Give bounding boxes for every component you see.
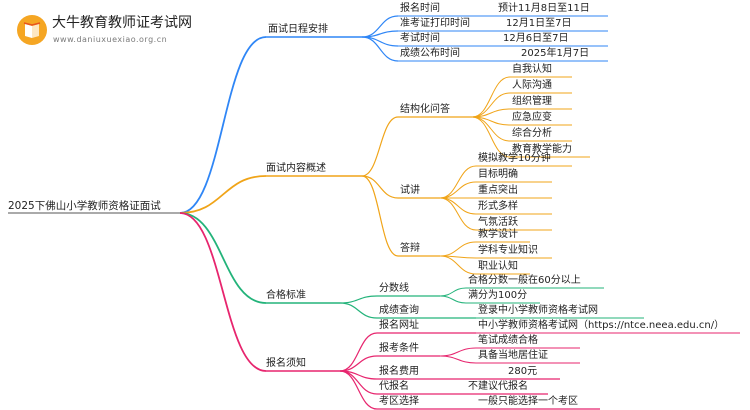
- structured-item: 教育教学能力: [512, 144, 572, 155]
- branch-schedule: 面试日程安排: [268, 24, 328, 35]
- logo-title: 大牛教育教师证考试网: [52, 15, 192, 31]
- score-item: 合格分数一般在60分以上: [468, 275, 581, 286]
- connector-curve: [471, 116, 511, 158]
- connector-curve: [339, 355, 378, 372]
- branch-content: 面试内容概述: [266, 163, 326, 174]
- connector-curve: [361, 175, 399, 199]
- lecture-item: 形式多样: [478, 201, 518, 212]
- mindmap-root: 2025下佛山小学教师资格证面试: [8, 200, 161, 212]
- connector-curve: [179, 175, 267, 214]
- score-item: 满分为100分: [468, 290, 528, 301]
- connector-curve: [339, 295, 378, 304]
- schedule-item-value: 2025年1月7日: [521, 48, 590, 59]
- proxy-value: 不建议代报名: [468, 381, 528, 392]
- connector-curve: [439, 197, 477, 231]
- branch-registration: 报名须知: [266, 358, 306, 369]
- connector-curve: [439, 287, 467, 297]
- registration-conditions: 报考条件: [379, 343, 419, 354]
- schedule-item-name: 成绩公布时间: [400, 48, 460, 59]
- connector-curve: [179, 36, 267, 214]
- connector-curve: [339, 332, 378, 372]
- branch-standard: 合格标准: [266, 290, 306, 301]
- schedule-item-name: 考试时间: [400, 33, 440, 44]
- registration-fee: 报名费用: [379, 366, 419, 377]
- structured-item: 自我认知: [512, 64, 552, 75]
- lecture-item: 模拟教学10分钟: [478, 153, 551, 164]
- defense-item: 职业认知: [478, 261, 518, 272]
- content-lecture: 试讲: [400, 185, 420, 196]
- connector-curve: [439, 197, 477, 215]
- connector-curve: [439, 255, 477, 275]
- connector-curve: [339, 370, 378, 410]
- content-defense: 答辩: [400, 243, 420, 254]
- registration-website: 报名网址: [379, 320, 419, 331]
- connector-curve: [179, 212, 267, 372]
- connector-curve: [439, 241, 477, 257]
- logo-url: www.daniuxuexiao.org.cn: [53, 35, 168, 44]
- book-icon: [17, 15, 47, 45]
- connector-curve: [361, 36, 399, 62]
- connector-curve: [361, 116, 399, 177]
- schedule-item-value: 12月1日至7日: [506, 18, 572, 29]
- connector-curve: [439, 355, 477, 364]
- lecture-item: 目标明确: [478, 169, 518, 180]
- schedule-item-name: 准考证打印时间: [400, 18, 470, 29]
- content-structured: 结构化问答: [400, 104, 450, 115]
- conditions-item: 笔试成绩合格: [478, 335, 538, 346]
- connector-curve: [361, 175, 399, 257]
- structured-item: 人际沟通: [512, 80, 552, 91]
- connector-curve: [471, 76, 511, 118]
- connector-curve: [339, 302, 378, 319]
- connector-curve: [439, 165, 477, 199]
- schedule-item-name: 报名时间: [400, 3, 440, 14]
- structured-item: 综合分析: [512, 128, 552, 139]
- connector-curve: [439, 347, 477, 357]
- fee-value: 280元: [508, 366, 538, 377]
- structured-item: 应急应变: [512, 112, 552, 123]
- query-value: 登录中小学教师资格考试网: [478, 305, 598, 316]
- registration-proxy: 代报名: [379, 381, 409, 392]
- conditions-item: 具备当地居住证: [478, 350, 548, 361]
- defense-item: 教学设计: [478, 229, 518, 240]
- schedule-item-value: 12月6日至7日: [503, 33, 569, 44]
- registration-venue: 考区选择: [379, 396, 419, 407]
- standard-query: 成绩查询: [379, 305, 419, 316]
- connector-curve: [439, 295, 467, 304]
- structured-item: 组织管理: [512, 96, 552, 107]
- defense-item: 学科专业知识: [478, 245, 538, 256]
- venue-value: 一般只能选择一个考区: [478, 396, 578, 407]
- connector-curve: [179, 212, 267, 304]
- lecture-item: 重点突出: [478, 185, 518, 196]
- website-value: 中小学教师资格考试网（https://ntce.neea.edu.cn/）: [478, 320, 725, 331]
- connector-curve: [439, 181, 477, 199]
- schedule-item-value: 预计11月8日至11日: [498, 3, 590, 14]
- lecture-item: 气氛活跃: [478, 217, 518, 228]
- standard-score: 分数线: [379, 283, 409, 294]
